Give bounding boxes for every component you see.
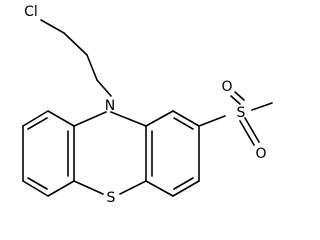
bond-ring-s — [198, 115, 226, 127]
bond-right-2 — [145, 110, 174, 127]
atom-sulfur-sulfonyl: S — [237, 105, 246, 121]
bond-left-6 — [47, 110, 75, 127]
bond-left-3 — [22, 180, 49, 197]
atom-nitrogen: N — [105, 98, 115, 114]
bond-cl-c1 — [40, 19, 65, 34]
bond-right-3 — [172, 110, 200, 127]
bond-s-o-upper-b — [234, 91, 245, 101]
bond-right-5 — [172, 180, 200, 197]
bond-c2-c3 — [86, 54, 98, 81]
bond-n-c5a — [73, 111, 107, 127]
bond-c3-n — [96, 79, 112, 97]
bond-s-o-upper-a — [230, 95, 241, 105]
bond-s-c4b — [119, 180, 147, 195]
molecule-diagram: Cl N S S O O — [22, 4, 273, 206]
bond-s-methyl — [251, 102, 273, 111]
bond-c1-c2 — [63, 32, 88, 56]
bond-right-5-inner — [173, 177, 194, 190]
bond-s-o-lower-a — [239, 120, 255, 146]
atom-oxygen-lower: O — [255, 146, 266, 162]
bond-left-3-inner — [27, 177, 48, 190]
bond-right-6 — [145, 180, 174, 197]
bond-left-5-inner — [27, 117, 48, 130]
bond-s-c5b — [73, 180, 104, 195]
bond-right-3-inner — [173, 117, 194, 130]
atom-oxygen-upper: O — [221, 79, 232, 95]
structure-svg: Cl N S S O O — [22, 4, 273, 206]
bond-left-2 — [47, 180, 75, 197]
bond-s-o-lower-b — [244, 117, 260, 143]
atom-chlorine: Cl — [24, 4, 38, 20]
bond-n-c4a — [110, 111, 147, 127]
bond-left-5 — [22, 110, 49, 127]
atom-sulfur-ring: S — [107, 190, 116, 206]
